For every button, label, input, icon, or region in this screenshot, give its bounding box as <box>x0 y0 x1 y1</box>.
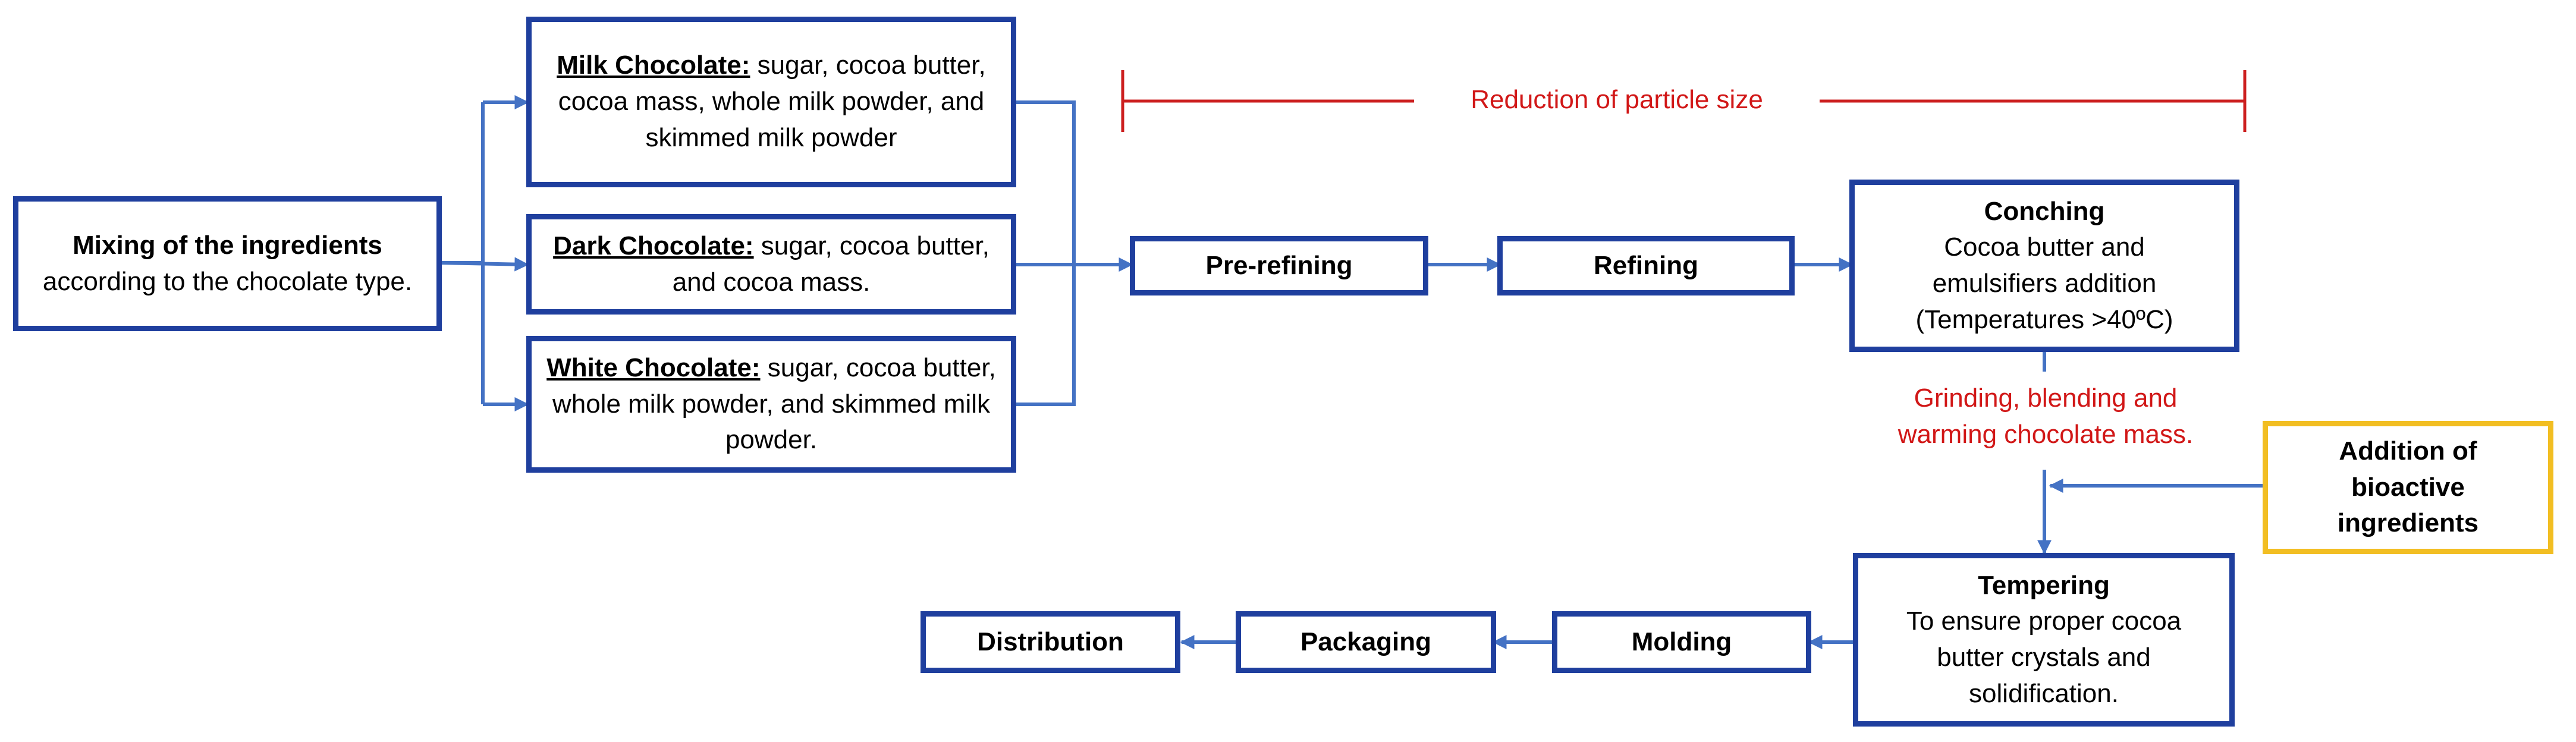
conching-box: Conching Cocoa butter and emulsifiers ad… <box>1849 180 2239 352</box>
molding-box: Molding <box>1552 611 1811 673</box>
grinding-annotation: Grinding, blending and warming chocolate… <box>1837 381 2254 452</box>
conching-title: Conching <box>1984 196 2105 226</box>
white-chocolate-ingredients: sugar, cocoa butter, whole milk powder, … <box>552 353 996 455</box>
dark-chocolate-ingredients: sugar, cocoa butter, and cocoa mass. <box>672 231 989 297</box>
grinding-line1: Grinding, blending and <box>1914 383 2178 413</box>
distribution-box: Distribution <box>921 611 1180 673</box>
mixing-title: Mixing of the ingredients <box>73 230 382 260</box>
connector-milk-out <box>1014 100 1076 406</box>
milk-chocolate-text: Milk Chocolate: sugar, cocoa butter, coc… <box>544 48 999 156</box>
prerefining-box: Pre-refining <box>1130 236 1428 295</box>
bioactive-title: Addition of bioactive ingredients <box>2337 436 2479 538</box>
refining-box: Refining <box>1497 236 1795 295</box>
milk-chocolate-box: Milk Chocolate: sugar, cocoa butter, coc… <box>526 17 1016 187</box>
particle-size-label: Reduction of particle size <box>1471 85 1763 114</box>
packaging-label: Packaging <box>1300 627 1432 656</box>
white-chocolate-label: White Chocolate: <box>546 353 761 382</box>
conching-line1: Cocoa butter and emulsifiers addition <box>1932 232 2157 298</box>
milk-chocolate-label: Milk Chocolate: <box>557 51 750 80</box>
white-chocolate-text: White Chocolate: sugar, cocoa butter, wh… <box>544 350 999 458</box>
packaging-box: Packaging <box>1236 611 1496 673</box>
milk-chocolate-ingredients: sugar, cocoa butter, cocoa mass, whole m… <box>558 51 986 152</box>
tempering-body: To ensure proper cocoa butter crystals a… <box>1906 606 2182 708</box>
mixing-body: according to the chocolate type. <box>42 266 413 296</box>
tempering-box: Tempering To ensure proper cocoa butter … <box>1853 553 2235 727</box>
prerefining-label: Pre-refining <box>1205 250 1353 280</box>
bioactive-box: Addition of bioactive ingredients <box>2263 421 2553 554</box>
dark-chocolate-box: Dark Chocolate: sugar, cocoa butter, and… <box>526 214 1016 315</box>
dark-chocolate-text: Dark Chocolate: sugar, cocoa butter, and… <box>544 228 999 300</box>
white-chocolate-box: White Chocolate: sugar, cocoa butter, wh… <box>526 336 1016 473</box>
molding-label: Molding <box>1631 627 1732 656</box>
tempering-title: Tempering <box>1978 570 2110 600</box>
grinding-line2: warming chocolate mass. <box>1898 419 2194 449</box>
dark-chocolate-label: Dark Chocolate: <box>553 231 754 260</box>
mixing-box: Mixing of the ingredients according to t… <box>13 196 442 331</box>
refining-label: Refining <box>1594 250 1698 280</box>
conching-line2: (Temperatures >40ºC) <box>1915 304 2173 334</box>
distribution-label: Distribution <box>977 627 1124 656</box>
